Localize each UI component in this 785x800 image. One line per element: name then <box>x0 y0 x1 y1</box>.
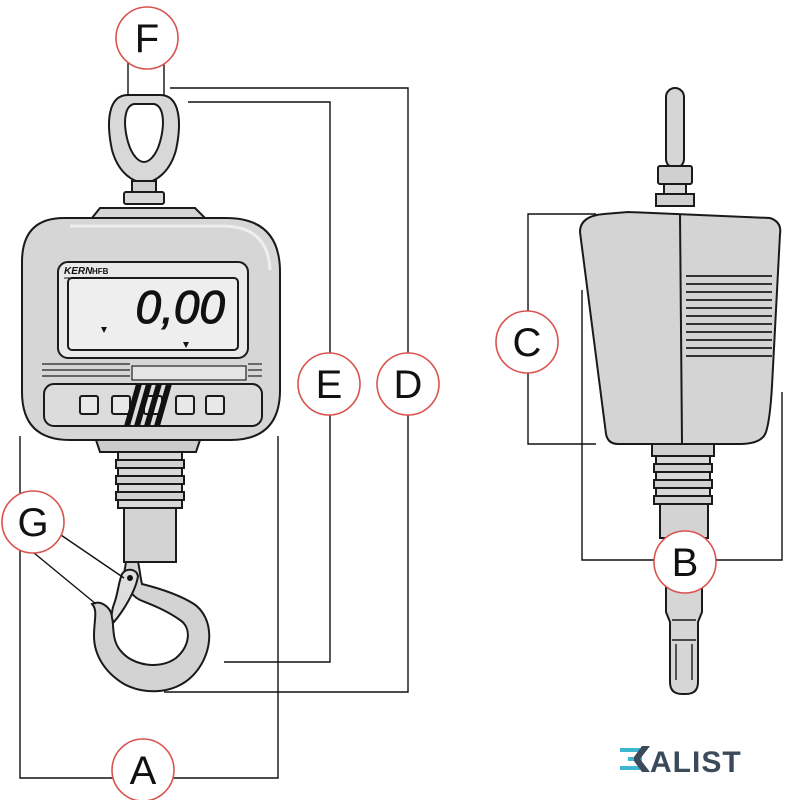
key-5 <box>205 395 225 415</box>
threaded-neck <box>94 439 202 563</box>
lcd-display: KERN HFB 0,00 <box>57 261 249 359</box>
callout-g: G <box>1 490 65 554</box>
side-hook <box>665 579 703 695</box>
hook-safety-latch <box>110 568 140 624</box>
logo-k-glyph <box>634 746 650 772</box>
key-2 <box>111 395 131 415</box>
callout-a: A <box>111 738 175 800</box>
front-view: KERN HFB 0,00 <box>19 30 409 779</box>
keypad <box>43 383 263 427</box>
display-brand: KERN <box>64 266 93 277</box>
callout-f: F <box>115 6 179 70</box>
label-g: G <box>17 501 48 545</box>
dim-line-g-lower <box>27 547 97 605</box>
label-f: F <box>135 17 159 61</box>
key-1 <box>79 395 99 415</box>
label-e: E <box>316 363 343 407</box>
callout-c: C <box>495 310 559 374</box>
kalist-logo: ALIST <box>620 746 742 779</box>
side-threaded-neck <box>651 443 715 539</box>
logo-accent-bottom <box>620 766 640 770</box>
key-4 <box>175 395 195 415</box>
callout-b: B <box>653 530 717 594</box>
logo-text: ALIST <box>650 746 742 779</box>
label-d: D <box>394 363 423 407</box>
display-model: HFB <box>92 267 109 276</box>
callout-e: E <box>297 352 361 416</box>
housing-trim-lines <box>42 363 262 381</box>
display-indicator-left <box>101 327 107 333</box>
label-c: C <box>513 321 542 365</box>
display-indicator-right <box>183 342 189 348</box>
side-eye-shackle <box>655 87 695 207</box>
side-view <box>527 87 783 695</box>
side-vent-grille <box>686 275 772 357</box>
side-housing <box>578 210 782 445</box>
front-top-collar <box>89 207 208 219</box>
load-hook <box>90 561 211 693</box>
display-reading: 0,00 <box>135 281 225 333</box>
label-a: A <box>130 749 157 793</box>
label-b: B <box>672 541 699 585</box>
callout-d: D <box>376 352 440 416</box>
keypad-logo-stripes <box>124 384 172 426</box>
front-eye-shackle <box>108 94 180 205</box>
logo-accent-top <box>620 748 640 752</box>
